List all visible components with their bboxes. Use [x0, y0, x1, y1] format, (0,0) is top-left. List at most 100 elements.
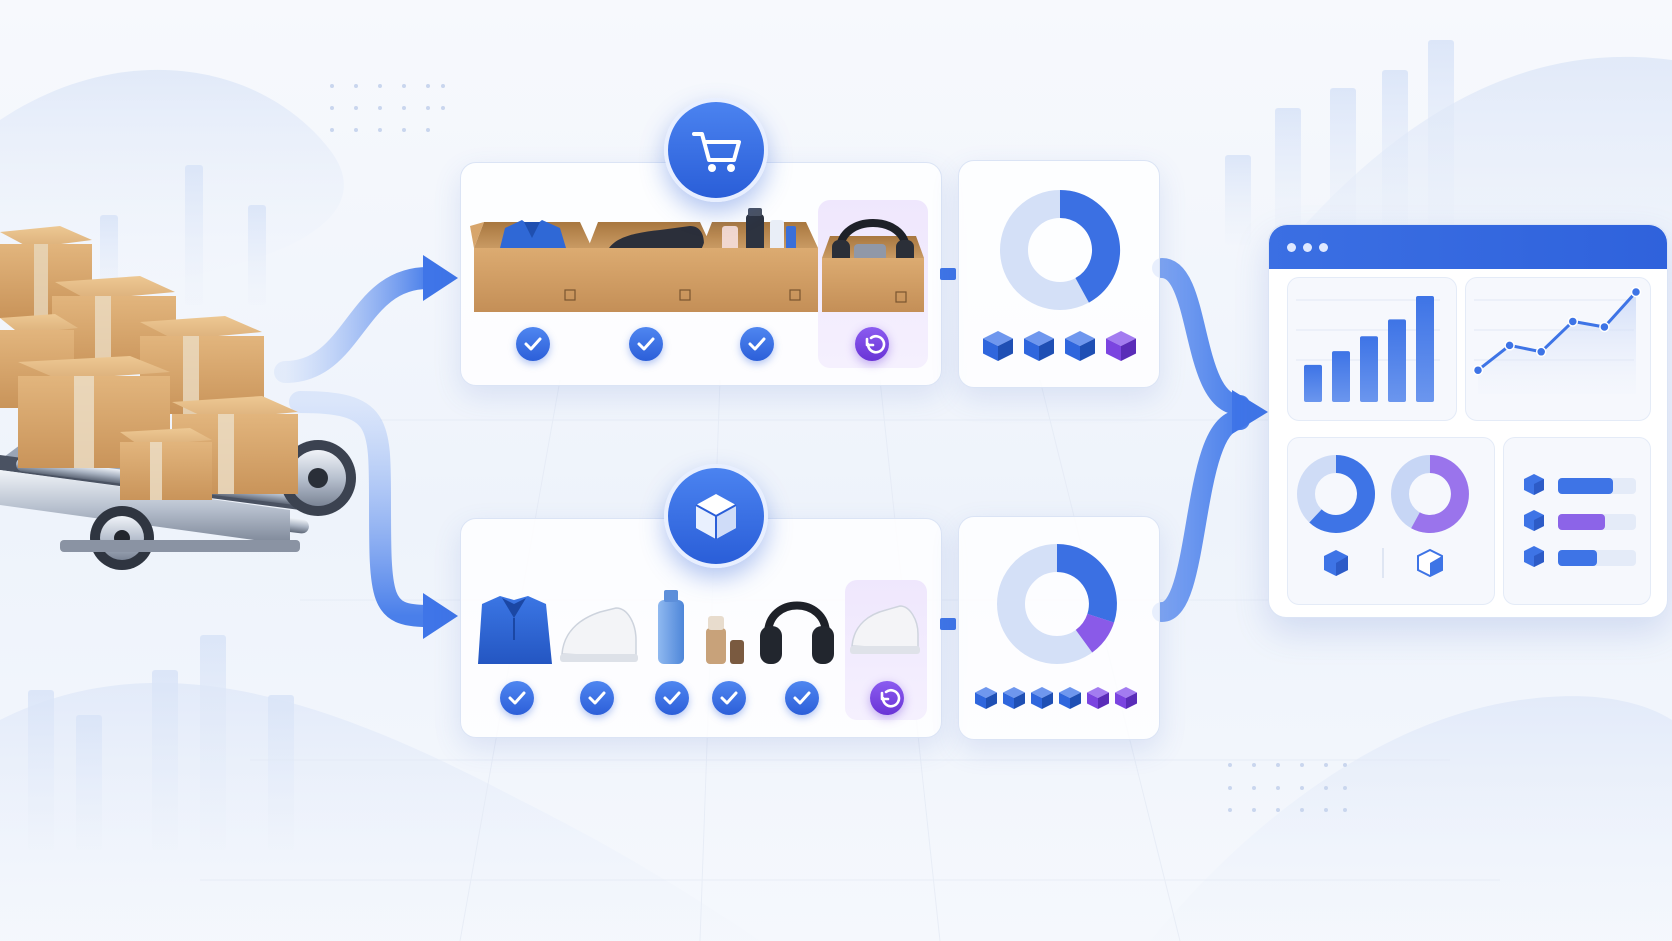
dashboard-line-series: [1477, 290, 1638, 372]
return-arrow-icon: [865, 334, 886, 354]
accepted-check-8: [785, 681, 819, 715]
cosmetic-jars: [706, 616, 744, 664]
checkmark-icon: [793, 691, 811, 705]
cube-icon: [1524, 546, 1544, 567]
conveyor-wheel: [280, 440, 356, 516]
dashboard-donut-a: [1309, 455, 1375, 533]
checkmark-icon: [524, 337, 542, 351]
dashboard-bar: [1416, 296, 1434, 402]
package-badge: [664, 464, 768, 568]
progress-cube-icons: [1524, 474, 1544, 567]
dashboard-bar: [1332, 351, 1350, 402]
arrow-merge-bottom: [1152, 410, 1250, 622]
progress-track-1: [1558, 478, 1636, 494]
cube-icon: [1417, 548, 1443, 578]
cube-icon: [1087, 687, 1109, 709]
window-dot: [1287, 243, 1296, 252]
cube-icon: [1065, 331, 1095, 361]
cube-icon: [1031, 687, 1053, 709]
checkmark-icon: [748, 337, 766, 351]
wave-bottom-left: [0, 682, 760, 941]
cube-icon: [975, 687, 997, 709]
accepted-check-7: [712, 681, 746, 715]
arrow-head-bottom: [423, 593, 458, 639]
boxed-headphones: [822, 219, 924, 312]
connector-bottom: [940, 618, 956, 630]
returned-sneaker: [850, 605, 920, 654]
over-ear-headphones: [760, 601, 834, 664]
dashboard-line-point: [1504, 340, 1515, 351]
dashboard-bar-series: [1304, 296, 1434, 402]
boxed-cosmetics: [702, 208, 818, 312]
arrow-merge-top: [1152, 258, 1250, 415]
dashboard-donut-b: [1411, 455, 1469, 533]
return-arrow-icon: [880, 688, 901, 708]
accepted-check-3: [740, 327, 774, 361]
boxed-polo-shirt: [470, 220, 592, 312]
progress-fill-2: [1558, 514, 1605, 530]
bottom-cube-row: [975, 687, 1137, 709]
boxed-sneaker: [588, 222, 712, 312]
accepted-check-5: [580, 681, 614, 715]
cube-icon: [1324, 550, 1348, 576]
returned-marker-top: [855, 327, 889, 361]
cube-icon: [983, 331, 1013, 361]
dashboard-line-point: [1535, 346, 1547, 358]
cosmetic-bottle: [658, 590, 684, 664]
dashboard-bar: [1388, 319, 1406, 402]
dot-grid-top: [330, 84, 445, 132]
connector-top: [940, 268, 956, 280]
conveyor-illustration: [0, 226, 356, 570]
ghost-bars-left: [28, 165, 294, 850]
top-cube-row: [983, 331, 1136, 361]
cube-icon: [1524, 510, 1544, 531]
cube-icon: [1524, 474, 1544, 495]
dashboard-line-point: [1472, 364, 1484, 376]
bottom-donut-arc-blue: [1056, 544, 1117, 623]
shopping-cart-icon: [692, 132, 741, 172]
top-donut-arc: [1059, 190, 1121, 303]
shopping-cart-badge: [664, 98, 768, 202]
cube-icon: [1024, 331, 1054, 361]
white-sneaker: [560, 607, 638, 662]
arrow-head-top: [423, 255, 458, 301]
ghost-bars-right: [1225, 40, 1454, 250]
cardboard-boxes: [0, 226, 298, 500]
window-dot: [1303, 243, 1312, 252]
checkmark-icon: [588, 691, 606, 705]
checkmark-icon: [720, 691, 738, 705]
accepted-check-2: [629, 327, 663, 361]
window-dot: [1319, 243, 1328, 252]
arrow-split-top: [274, 267, 439, 383]
dashboard-line-area: [1478, 292, 1636, 394]
cube-icon: [1003, 687, 1025, 709]
dashboard-line-point: [1599, 321, 1610, 333]
arrow-head-merge: [1232, 390, 1268, 434]
checkmark-icon: [663, 691, 681, 705]
package-icon: [695, 494, 737, 539]
dashboard-bar: [1304, 364, 1322, 402]
dashboard-line-points: [1472, 286, 1642, 376]
accepted-check-6: [655, 681, 689, 715]
checkmark-icon: [637, 337, 655, 351]
arrow-split-bottom: [289, 391, 439, 627]
dashboard-line-point: [1567, 316, 1579, 327]
accepted-check-4: [500, 681, 534, 715]
dashboard-line-point: [1630, 286, 1642, 298]
cube-icon: [1059, 687, 1081, 709]
cube-icon: [1106, 331, 1136, 361]
checkmark-icon: [508, 691, 526, 705]
accepted-check-1: [516, 327, 550, 361]
dashboard-bar: [1360, 336, 1378, 402]
cube-icon: [1115, 687, 1137, 709]
folded-polo-shirt: [478, 596, 552, 664]
returned-marker-bottom: [870, 681, 904, 715]
progress-fill-1: [1558, 478, 1613, 494]
